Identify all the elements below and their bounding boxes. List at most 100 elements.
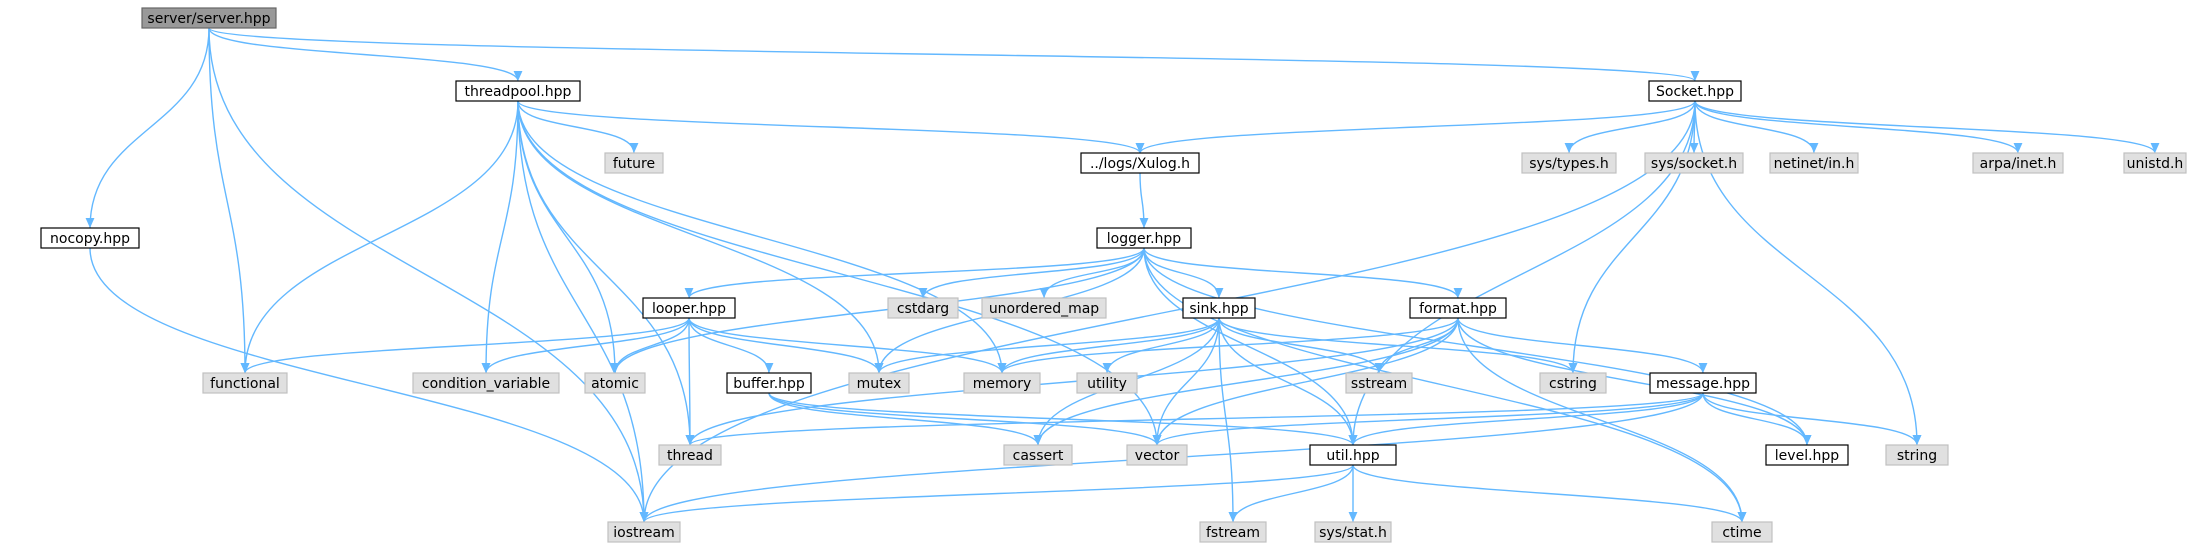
node-label: functional [210, 376, 280, 392]
node-box [963, 372, 1041, 394]
node-xulog[interactable]: ../logs/Xulog.h [1080, 152, 1200, 174]
edge-threadpool-to-memory [517, 100, 1007, 374]
node-label: string [1897, 448, 1937, 464]
edge-logger-to-unordered [1039, 247, 1145, 299]
edge-threadpool-to-future [517, 100, 639, 154]
node-mutex: mutex [848, 372, 910, 394]
node-box [1885, 444, 1949, 466]
node-format[interactable]: format.hpp [1409, 297, 1507, 319]
node-box [412, 372, 560, 394]
node-functional: functional [202, 372, 288, 394]
node-socket[interactable]: Socket.hpp [1648, 80, 1742, 102]
node-ctime: ctime [1711, 521, 1773, 543]
edge-format-to-ctime [1457, 317, 1747, 523]
node-layer: server/server.hpp threadpool.hpp Socket.hp… [40, 7, 2187, 543]
node-cassert: cassert [1003, 444, 1073, 466]
node-systypes: sys/types.h [1521, 152, 1617, 174]
node-iostream: iostream [607, 521, 681, 543]
node-box [1309, 444, 1397, 466]
node-looper[interactable]: looper.hpp [642, 297, 736, 319]
node-label: server/server.hpp [147, 11, 270, 27]
edge-message-to-string [1702, 392, 1922, 446]
node-label: unordered_map [989, 301, 1099, 317]
edge-threadpool-to-atomic [517, 100, 620, 374]
edge-message-to-thread [685, 392, 1704, 446]
node-label: logger.hpp [1107, 231, 1182, 247]
edge-threadpool-to-functional [240, 100, 519, 374]
node-box [1711, 521, 1773, 543]
node-logger[interactable]: logger.hpp [1096, 227, 1192, 249]
node-box [1409, 297, 1507, 319]
node-label: memory [973, 376, 1032, 392]
node-label: threadpool.hpp [465, 84, 572, 100]
node-unistd: unistd.h [2123, 152, 2187, 174]
edge-logger-to-sink [1143, 247, 1224, 299]
edge-logger-to-looper [684, 247, 1145, 299]
node-buffer[interactable]: buffer.hpp [726, 372, 812, 394]
node-label: format.hpp [1419, 301, 1497, 317]
edge-sink-to-util [1218, 317, 1358, 446]
edge-format-to-level [1457, 317, 1812, 446]
node-sysstat: sys/stat.h [1314, 521, 1392, 543]
node-label: unistd.h [2127, 156, 2184, 172]
node-label: mutex [857, 376, 902, 392]
node-netinet: netinet/in.h [1769, 152, 1859, 174]
node-box [1972, 152, 2064, 174]
node-label: vector [1135, 448, 1180, 464]
node-label: iostream [613, 525, 675, 541]
edge-sink-to-sstream [1218, 317, 1384, 374]
node-thread: thread [658, 444, 722, 466]
edge-logger-to-atomic [610, 247, 1145, 374]
node-threadpool[interactable]: threadpool.hpp [455, 80, 581, 102]
node-cstring: cstring [1539, 372, 1607, 394]
edge-server-to-threadpool [208, 27, 523, 82]
node-box [887, 297, 959, 319]
node-box [642, 297, 736, 319]
edge-layer [85, 27, 2160, 523]
edge-format-to-message [1457, 317, 1708, 374]
node-syssocket: sys/socket.h [1644, 152, 1744, 174]
node-sink[interactable]: sink.hpp [1182, 297, 1256, 319]
node-util[interactable]: util.hpp [1309, 444, 1397, 466]
node-box [1345, 372, 1413, 394]
node-string: string [1885, 444, 1949, 466]
edge-sink-to-vector [1152, 317, 1220, 446]
node-label: arpa/inet.h [1980, 156, 2057, 172]
edge-xulog-to-logger [1139, 172, 1149, 229]
edge-socket-to-arpainet [1694, 100, 2023, 154]
edge-nocopy-to-iostream [89, 247, 649, 523]
node-label: level.hpp [1775, 448, 1840, 464]
node-nocopy[interactable]: nocopy.hpp [40, 227, 140, 249]
node-box [455, 80, 581, 102]
node-server[interactable]: server/server.hpp [141, 7, 277, 29]
node-box [604, 152, 664, 174]
node-label: Socket.hpp [1656, 84, 1734, 100]
edge-logger-to-ctime [1143, 247, 1747, 523]
edge-socket-to-xulog [1135, 100, 1696, 154]
node-message[interactable]: message.hpp [1649, 372, 1757, 394]
edge-socket-to-netinet [1694, 100, 1819, 154]
edge-logger-to-cstdarg [918, 247, 1145, 299]
edge-sink-to-fstream [1218, 317, 1238, 523]
node-label: looper.hpp [652, 301, 726, 317]
node-level[interactable]: level.hpp [1765, 444, 1849, 466]
node-box [1182, 297, 1256, 319]
node-label: condition_variable [422, 376, 550, 392]
edge-threadpool-to-xulog [517, 100, 1145, 154]
node-memory: memory [963, 372, 1041, 394]
node-box [202, 372, 288, 394]
edge-socket-to-cstring [1568, 100, 1696, 374]
node-label: sys/socket.h [1651, 156, 1737, 172]
node-label: netinet/in.h [1774, 156, 1855, 172]
edge-logger-to-level [1143, 247, 1812, 446]
edge-util-to-ctime [1352, 464, 1747, 523]
node-box [981, 297, 1107, 319]
node-utility: utility [1076, 372, 1138, 394]
edge-server-to-nocopy [85, 27, 210, 229]
edge-format-to-memory [997, 317, 1459, 374]
node-box [726, 372, 812, 394]
edge-socket-to-iostream [639, 100, 1696, 523]
node-label: buffer.hpp [733, 376, 805, 392]
node-label: future [613, 156, 655, 172]
